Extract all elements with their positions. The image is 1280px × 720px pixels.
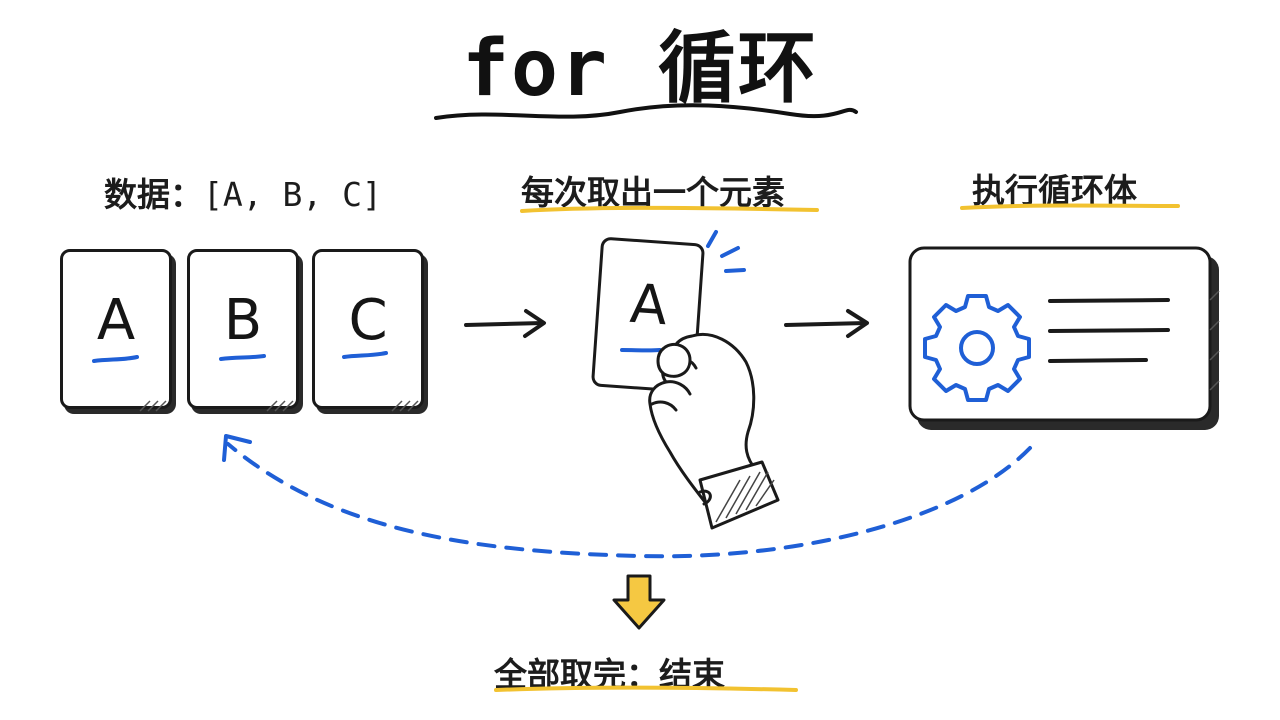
title-underline	[434, 103, 858, 120]
loop-body-panel	[908, 246, 1220, 430]
loop-back-arrowhead	[222, 434, 252, 462]
text-lines-icon	[1048, 298, 1170, 363]
gear-icon	[923, 294, 1031, 402]
take-each-label: 每次取出一个元素	[521, 173, 785, 212]
right-arrow-icon	[464, 309, 546, 338]
execute-body-label: 执行循环体	[972, 171, 1137, 210]
execute-underline	[960, 203, 1180, 210]
card-hatching	[139, 400, 419, 412]
diagram-title: for 循环	[462, 24, 818, 114]
hand-icon	[648, 333, 780, 530]
motion-marks	[706, 230, 746, 273]
data-card-c: C	[312, 249, 424, 409]
loop-back-arrow	[226, 442, 1032, 559]
card-letter: A	[96, 288, 136, 353]
data-label-prefix: 数据：	[104, 175, 203, 214]
card-letter: B	[223, 288, 263, 353]
card-c-underline	[342, 351, 388, 359]
sleeve-hatching	[715, 471, 775, 523]
end-underline	[494, 685, 798, 692]
right-arrow-icon	[784, 309, 869, 338]
data-label-list: [A, B, C]	[203, 175, 382, 214]
data-label: 数据：[A, B, C]	[104, 168, 382, 216]
take-each-underline	[520, 205, 819, 213]
card-letter: C	[348, 288, 388, 353]
data-card-a: A	[60, 249, 172, 409]
down-arrow-icon	[612, 574, 666, 630]
card-a-underline	[92, 355, 139, 363]
card-b-underline	[219, 354, 266, 361]
data-card-b: B	[187, 249, 299, 409]
